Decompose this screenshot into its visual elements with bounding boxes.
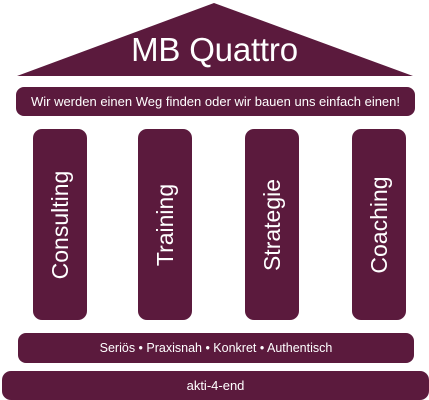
roof-shape [17, 3, 413, 76]
pillar-label: Consulting [47, 170, 73, 279]
motto-banner: Wir werden einen Weg finden oder wir bau… [16, 87, 415, 116]
pillar-consulting: Consulting [33, 129, 87, 320]
pillar-strategie: Strategie [245, 129, 299, 320]
pillar-label: Strategie [259, 178, 285, 271]
base-bar: akti-4-end [2, 371, 429, 400]
values-bar: Seriös • Praxisnah • Konkret • Authentis… [18, 333, 414, 363]
pillar-training: Training [138, 129, 192, 320]
pillar-label: Training [152, 183, 178, 266]
roof-title: MB Quattro [131, 31, 298, 68]
pillar-coaching: Coaching [352, 129, 406, 320]
pillar-label: Coaching [366, 175, 392, 274]
